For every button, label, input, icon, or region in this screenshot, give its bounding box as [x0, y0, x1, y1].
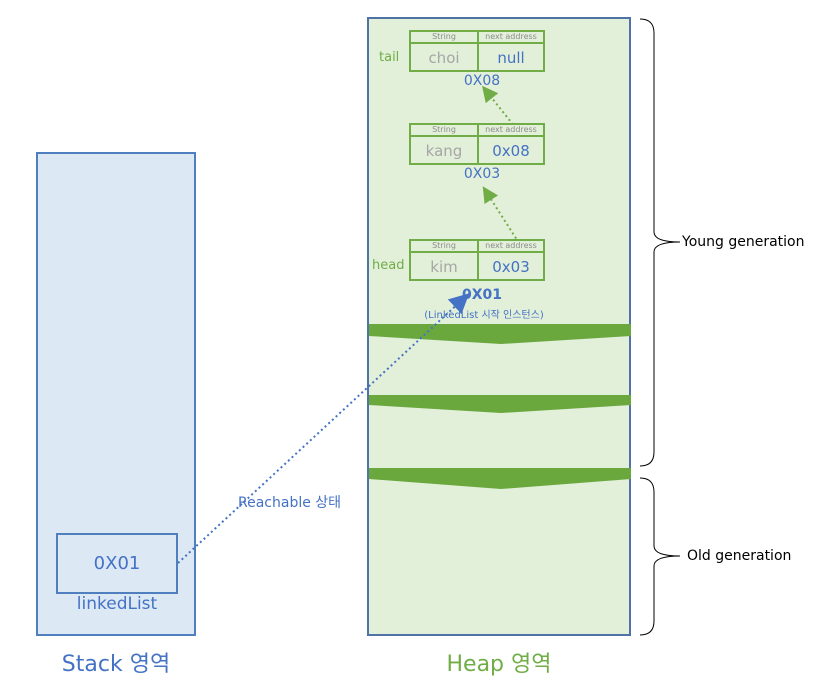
node-value: choi: [411, 44, 479, 72]
node-address: 0X03: [463, 166, 501, 182]
stack-area: [36, 152, 196, 636]
node-header-string: String: [411, 32, 479, 44]
node-note: (LinkedList 시작 인스턴스): [424, 310, 544, 321]
node-label-tail: tail: [379, 50, 400, 65]
node-next-address: null: [497, 49, 525, 67]
linked-list-node: String next address choi null: [409, 30, 545, 72]
node-header-string: String: [411, 125, 479, 137]
reachable-label: Reachable 상태: [238, 495, 342, 511]
stack-reference-value: 0X01: [93, 553, 141, 574]
node-next-address: 0x08: [492, 142, 530, 160]
young-generation-bracket: [639, 18, 681, 467]
heap-separator-band: [369, 468, 631, 489]
node-header-next: next address: [479, 241, 543, 253]
node-header-string: String: [411, 241, 479, 253]
linked-list-node: String next address kang 0x08: [409, 123, 545, 165]
linked-list-node: String next address kim 0x03: [409, 239, 545, 281]
node-header-next: next address: [479, 125, 543, 137]
heap-area-label: Heap 영역: [446, 652, 552, 677]
stack-reference-box: 0X01: [56, 533, 178, 594]
stack-variable-name: linkedList: [76, 594, 158, 614]
heap-separator-band: [369, 395, 631, 413]
stack-area-label: Stack 영역: [61, 652, 171, 677]
node-value: kang: [411, 137, 479, 165]
node-address: 0X08: [463, 73, 501, 89]
old-generation-bracket: [639, 477, 681, 636]
young-generation-label: Young generation: [682, 234, 805, 250]
node-next-address: 0x03: [492, 258, 530, 276]
heap-separator-band: [369, 324, 631, 344]
old-generation-label: Old generation: [687, 548, 792, 564]
node-address: 0X01: [461, 287, 503, 303]
node-header-next: next address: [479, 32, 543, 44]
reachable-arrow: [177, 293, 470, 564]
node-value: kim: [411, 253, 479, 281]
node-label-head: head: [372, 258, 405, 273]
